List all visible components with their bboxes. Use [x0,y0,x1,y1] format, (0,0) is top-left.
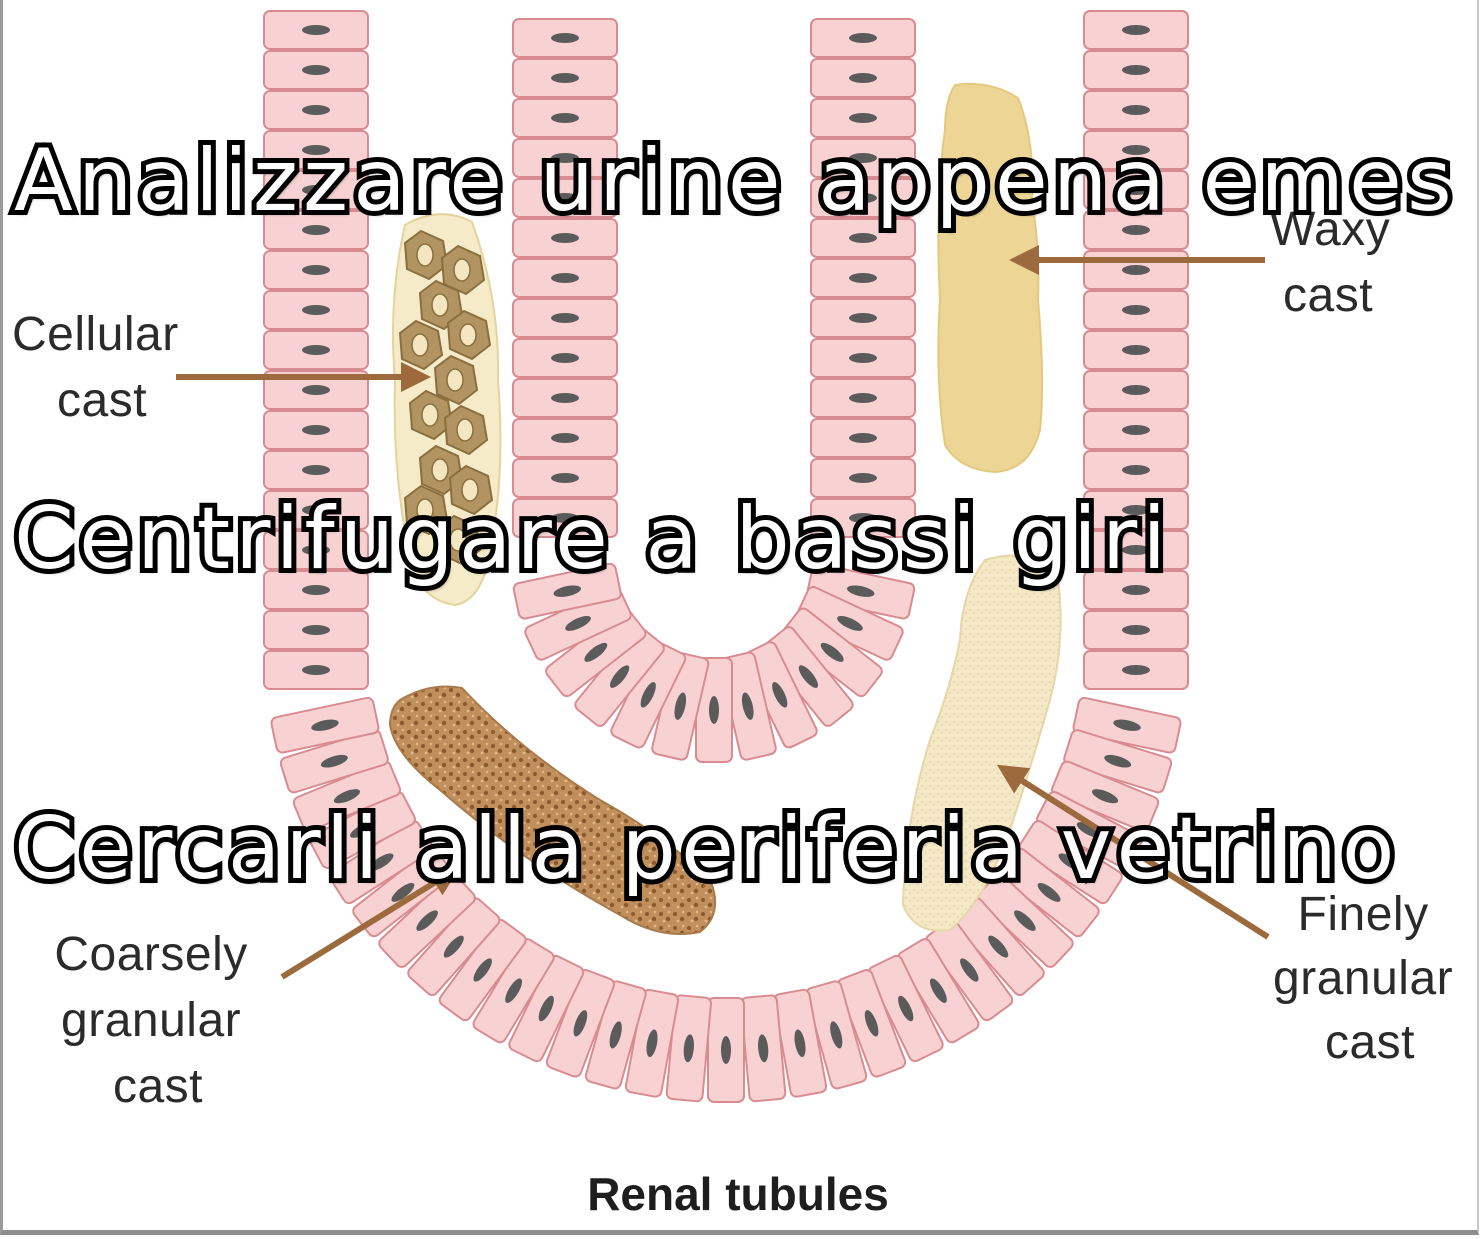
outer-bottom-cell [708,998,744,1102]
coarsely-granular-cast-label-line-2: granular [61,994,241,1047]
outer-right-wall-cell [1084,371,1188,409]
coarsely-granular-cast-label-line-3: cast [113,1060,203,1113]
outer-right-wall-cell [1084,91,1188,129]
outer-left-wall-cell [264,11,368,49]
cast-cell-nucleus [454,259,470,281]
inner-left-wall-cell [513,19,617,57]
outer-left-wall-cell [264,411,368,449]
outer-right-wall-cell [1084,291,1188,329]
inner-right-wall-cell [811,419,915,457]
inner-right-wall-cell [811,19,915,57]
finely-granular-cast-label-line-2: granular [1273,952,1453,1005]
cast-cell-nucleus [460,324,476,346]
diagram-title: Renal tubules [587,1168,889,1220]
outer-left-wall-cell [264,91,368,129]
inner-right-wall-cell [811,299,915,337]
outer-left-wall-cell [264,331,368,369]
outer-left-wall-cell [264,651,368,689]
cellular-cast-label: Cellular cast [12,308,193,427]
outer-right-wall-cell [1084,331,1188,369]
finely-granular-cast-label: Finely granular cast [1273,888,1467,1069]
cast-cell-nucleus [432,459,448,481]
inner-left-wall-cell [513,259,617,297]
outer-right-wall-cell [1084,11,1188,49]
inner-left-wall-cell [513,379,617,417]
cast-cell-nucleus [432,294,448,316]
cellular-cast-label-line-2: cast [57,374,147,427]
outer-left-wall-cell [264,451,368,489]
inner-left-wall-cell [513,419,617,457]
outer-right-wall-cell [1084,251,1188,289]
outer-right-wall-cell [1084,651,1188,689]
cast-cell-nucleus [422,404,438,426]
outer-left-wall-cell [264,251,368,289]
inner-right-wall-cell [811,379,915,417]
inner-left-wall-cell [513,299,617,337]
outer-right-wall-cell [1084,411,1188,449]
waxy-cast-label-line-2: cast [1283,269,1373,322]
inner-right-wall-cell [811,59,915,97]
cellular-cast-label-line-1: Cellular [12,308,179,361]
outer-right-wall-cell [1084,451,1188,489]
outer-left-wall-cell [264,51,368,89]
overlay-line-2: Centrifugare a bassi giri [14,496,1171,582]
finely-granular-cast-label-line-3: cast [1325,1016,1415,1069]
coarsely-granular-cast-label: Coarsely granular cast [54,928,261,1113]
inner-left-wall-cell [513,59,617,97]
inner-left-wall-cell [513,339,617,377]
cast-cell-nucleus [447,369,463,391]
outer-right-wall-cell [1084,51,1188,89]
inner-right-wall-cell [811,259,915,297]
cast-cell-nucleus [412,334,428,356]
outer-right-wall-cell [1084,611,1188,649]
outer-left-wall-cell [264,611,368,649]
overlay-line-1: Analizzare urine appena emes [14,138,1457,224]
outer-left-wall-cell [264,291,368,329]
cast-cell-nucleus [457,419,473,441]
cast-cell-nucleus [417,244,433,266]
inner-right-wall-cell [811,339,915,377]
overlay-line-3: Cercarli alla periferia vetrino [14,806,1400,892]
coarsely-granular-cast-label-line-1: Coarsely [54,928,247,981]
